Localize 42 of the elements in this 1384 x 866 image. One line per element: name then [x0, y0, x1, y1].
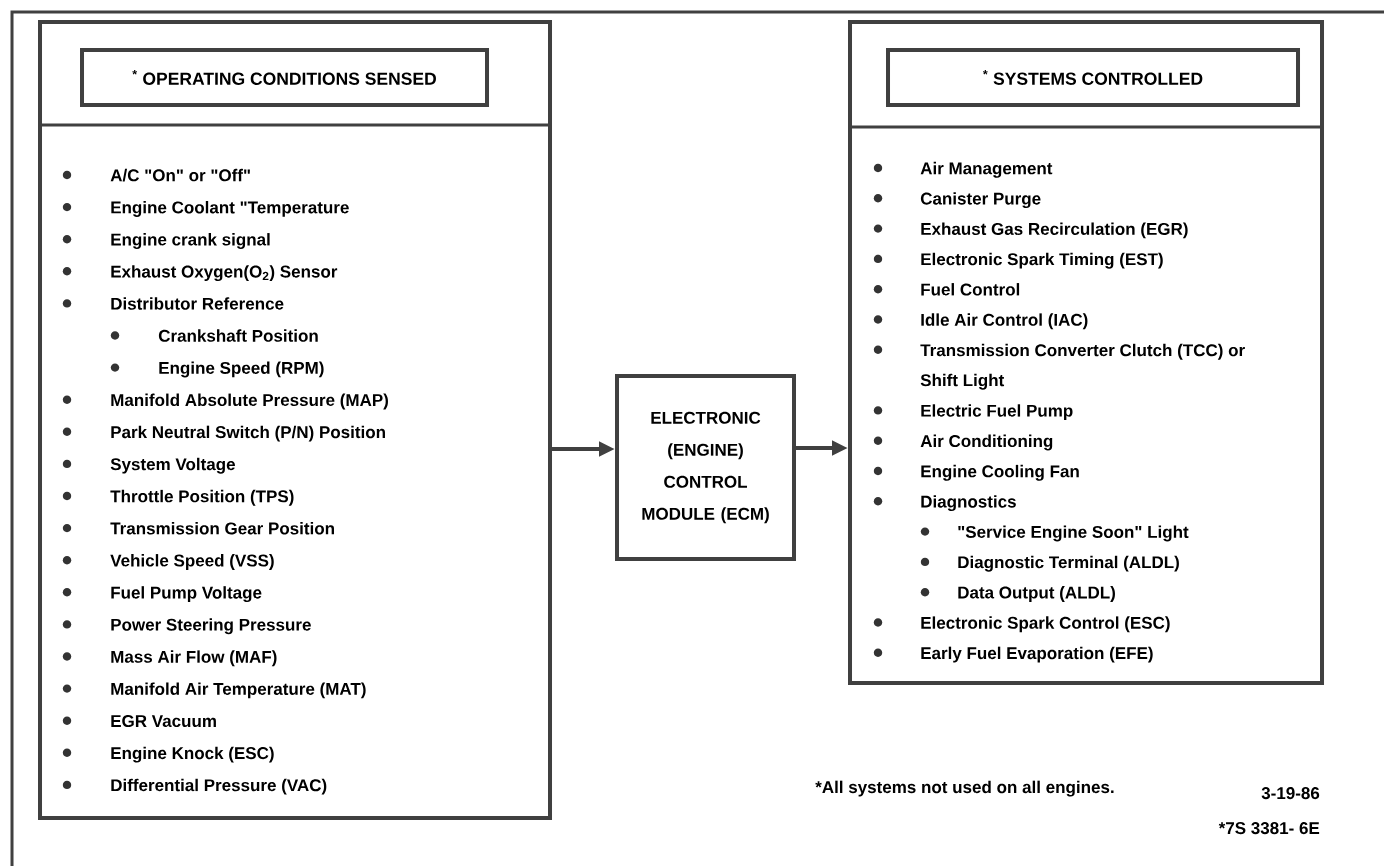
list-item: Exhaust Gas Recirculation (EGR) [873, 222, 1188, 239]
list-item: Engine Knock (ESC) [62, 746, 274, 763]
list-item: Manifold Air Temperature (MAT) [62, 682, 366, 699]
module-box: ELECTRONIC (ENGINE) CONTROL MODULE (ECM) [615, 374, 796, 561]
list-item: Fuel Control [873, 283, 1020, 296]
list-item: Diagnostics [873, 495, 1016, 512]
list-item: Idle Air Control (IAC) [873, 313, 1088, 330]
list-item: Canister Purge [873, 192, 1041, 209]
list-item: Electronic Spark Control (ESC) [873, 616, 1170, 633]
list-item: Electronic Spark Timing (EST) [873, 252, 1163, 269]
list-item: Vehicle Speed (VSS) [62, 554, 274, 570]
note: *All systems not used on all engines. [815, 780, 1114, 797]
heading-box: $^{*}$ SYSTEMS CONTROLLED [886, 48, 1300, 107]
list-item: Transmission Converter Clutch (TCC) or Shift Light [873, 343, 1245, 390]
list-item: Park Neutral Switch (P/N) Position [62, 425, 385, 442]
list-item: Power Steering Pressure [62, 618, 311, 635]
list-item: Crankshaft Position [110, 329, 318, 342]
list-item: System Voltage [62, 457, 235, 474]
list-item: Manifold Absolute Pressure (MAP) [62, 393, 388, 410]
list-item: Throttle Position (TPS) [62, 489, 294, 506]
list-item: Electric Fuel Pump [873, 404, 1073, 421]
heading-box: $^{*}$ OPERATING CONDITIONS SENSED [80, 48, 489, 107]
list-item: Fuel Pump Voltage [62, 586, 262, 603]
note: *7S 3381- 6E [1218, 822, 1320, 835]
list-item: Diagnostic Terminal (ALDL) [920, 555, 1179, 572]
list-item: Exhaust Oxygen(O$_{2}$) Sensor [62, 265, 338, 282]
note: 3-19-86 [1261, 787, 1320, 800]
list-item: Early Fuel Evaporation (EFE) [873, 646, 1153, 663]
list-item: Distributor Reference [62, 297, 284, 310]
list-item: Engine Speed (RPM) [110, 361, 324, 378]
list-item: Engine Cooling Fan [873, 464, 1079, 481]
list-item: "Service Engine Soon" Light [920, 525, 1189, 542]
list-item: Mass Air Flow (MAF) [62, 650, 277, 667]
list-item: Differential Pressure (VAC) [62, 778, 327, 795]
list-item: Engine Coolant "Temperature [62, 200, 349, 217]
list-item: Data Output (ALDL) [920, 586, 1115, 602]
list-item: Transmission Gear Position [62, 521, 334, 535]
list-item: EGR Vacuum [62, 715, 216, 728]
list-item: A/C "On" or "Off" [62, 168, 250, 182]
list-item: Engine crank signal [62, 233, 270, 249]
list-item: Air Conditioning [873, 434, 1053, 451]
list-item: Air Management [873, 161, 1053, 178]
